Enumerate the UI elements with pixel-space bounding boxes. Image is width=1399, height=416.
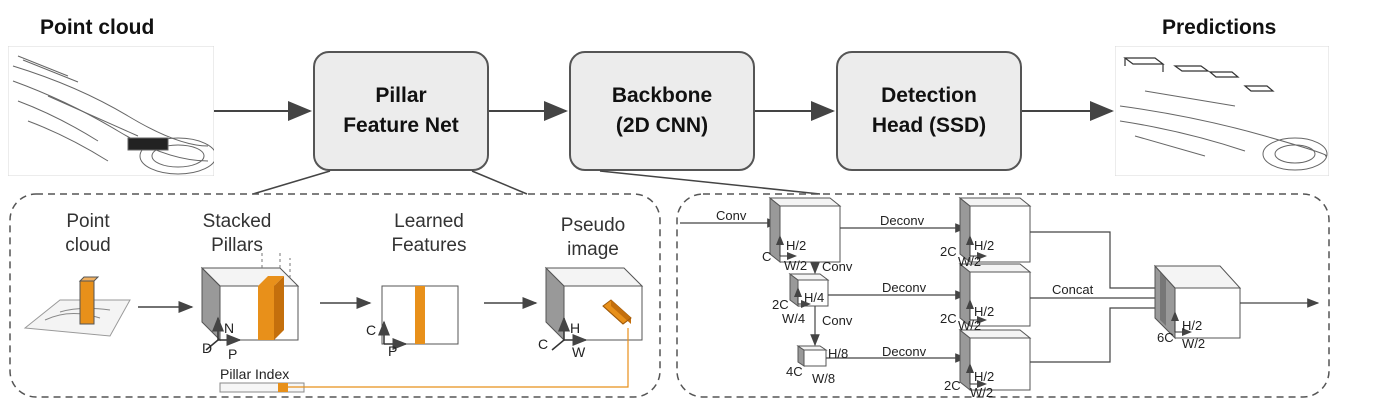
block3-w-label: W/8 [812,371,836,386]
pseudo-image-block [544,266,644,351]
concat-block [1153,264,1242,340]
backbone-conv-label-3: Conv [822,313,853,328]
detection-head-stage: Detection Head (SSD) [836,51,1022,171]
pseudo-image-label: Pseudo image [560,215,626,260]
predictions-image [1115,46,1329,176]
pi-axis-h-label: H [570,320,581,336]
pillar-index-bar [219,328,629,393]
block1-w-label: W/2 [784,258,808,273]
axis-n-label: N [224,320,235,336]
deconv-output-1 [958,196,1032,264]
pfn-point-cloud-sketch [23,276,131,337]
out2-c-label: 2C [940,311,957,326]
out1-w-label: W/2 [958,254,982,269]
out3-w-label: W/2 [970,385,994,400]
concat-w-label: W/2 [1182,336,1206,351]
stacked-pillars-block [200,250,300,351]
learned-features-block [378,285,459,350]
backbone-conv-label-1: Conv [716,208,747,223]
pfn-detail-panel [9,193,661,398]
backbone-block-3 [796,345,828,367]
concat-label: Concat [1052,282,1094,297]
backbone-conv-label-2: Conv [822,259,853,274]
stacked-pillars-label: Stacked Pillars [202,211,272,256]
backbone-stage: Backbone (2D CNN) [569,51,755,171]
deconv-label-2: Deconv [882,280,927,295]
block1-h-label: H/2 [786,238,807,253]
predictions-title: Predictions [1162,16,1277,39]
out1-c-label: 2C [940,244,957,259]
out3-c-label: 2C [944,378,961,393]
point-cloud-title: Point cloud [40,16,155,39]
block3-c-label: 4C [786,364,803,379]
point-cloud-image [8,46,214,176]
pillar-index-label: Pillar Index [220,366,290,382]
pi-axis-c-label: C [538,336,549,352]
deconv-label-3: Deconv [882,344,927,359]
block2-c-label: 2C [772,297,789,312]
learned-features-label: Learned Features [391,211,467,256]
out2-w-label: W/2 [958,318,982,333]
block3-h-label: H/8 [828,346,849,361]
lf-axis-p-label: P [388,343,398,359]
backbone-detail-panel [676,193,1330,398]
deconv-output-3 [958,328,1032,392]
block2-h-label: H/4 [804,290,825,305]
pillar-feature-net-stage: Pillar Feature Net [313,51,489,171]
out3-h-label: H/2 [974,369,995,384]
concat-h-label: H/2 [1182,318,1203,333]
axis-p-label: P [228,346,238,362]
backbone-block-2 [788,273,830,308]
block2-w-label: W/4 [782,311,806,326]
axis-d-label: D [202,340,213,356]
deconv-output-2 [958,262,1032,328]
pi-axis-w-label: W [572,344,586,360]
concat-c-label: 6C [1157,330,1174,345]
pfn-point-cloud-label: Point cloud [65,211,111,256]
block1-c-label: C [762,249,772,264]
deconv-label-1: Deconv [880,213,925,228]
backbone-block-1 [768,196,842,264]
out2-h-label: H/2 [974,304,995,319]
out1-h-label: H/2 [974,238,995,253]
lf-axis-c-label: C [366,322,377,338]
